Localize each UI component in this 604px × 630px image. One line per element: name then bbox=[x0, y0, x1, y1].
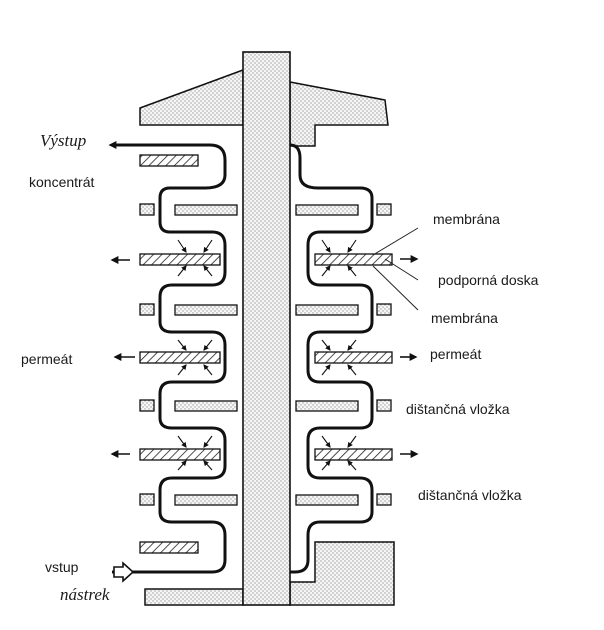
spacers-right bbox=[295, 204, 359, 506]
bottom-flange-left bbox=[144, 588, 244, 606]
membrane-label-1: membrána bbox=[433, 211, 500, 227]
support-plates bbox=[139, 154, 393, 554]
spacer-label-2: dištančná vložka bbox=[418, 487, 522, 503]
outer-spacer-blocks bbox=[139, 203, 392, 506]
permeate-flow-arrows bbox=[177, 239, 357, 471]
top-flange-right bbox=[289, 81, 389, 147]
serpentine-channel-right bbox=[289, 143, 374, 574]
permeate-label-right: permeát bbox=[430, 346, 482, 362]
inlet-label: vstup bbox=[45, 559, 79, 575]
outlet-label: Výstup bbox=[40, 131, 87, 150]
central-tie-rod bbox=[242, 51, 291, 606]
leader-lines bbox=[372, 227, 419, 311]
spacer-label-1: dištančná vložka bbox=[406, 401, 510, 417]
membrane-label-2: membrána bbox=[431, 310, 498, 326]
serpentine-channel-left bbox=[112, 143, 227, 574]
feed-inlet-arrow bbox=[113, 561, 135, 583]
support-plate-label: podporná doska bbox=[438, 272, 539, 288]
concentrate-label: koncentrát bbox=[29, 174, 95, 190]
permeate-label-left: permeát bbox=[21, 351, 73, 367]
feed-label: nástrek bbox=[60, 585, 110, 604]
outlet-arrows bbox=[108, 141, 419, 458]
spacers-left bbox=[174, 204, 238, 506]
bottom-flange-right bbox=[289, 541, 395, 606]
top-flange-left bbox=[139, 68, 244, 126]
